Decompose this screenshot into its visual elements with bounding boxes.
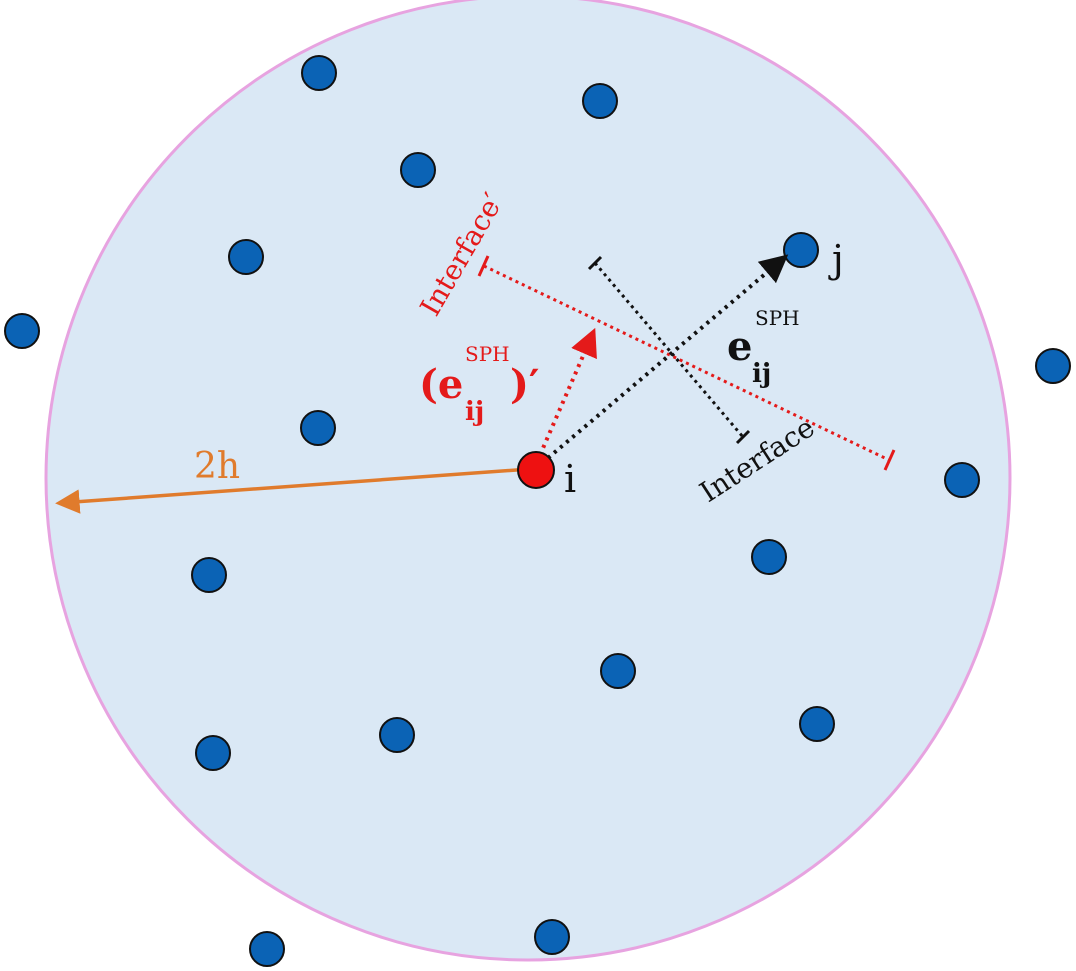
interface-alt-end-cap	[477, 255, 490, 277]
vector-e-ij-alt-label: (e	[419, 361, 463, 408]
neighbor-particle	[534, 919, 570, 955]
vector-e-ij-superscript: SPH	[755, 306, 800, 330]
neighbor-particle	[300, 410, 336, 446]
particle-i	[517, 451, 555, 489]
interface-alt-line	[483, 264, 890, 462]
particle-i-label: i	[564, 457, 576, 501]
neighbor-particle	[228, 239, 264, 275]
vector-e-ij-label: e	[727, 323, 752, 370]
neighbor-particle	[4, 313, 40, 349]
neighbor-particles	[4, 55, 1071, 967]
interface-end-cap	[735, 429, 751, 445]
neighbor-particle	[379, 717, 415, 753]
interface-line	[593, 262, 745, 438]
radius-label: 2h	[194, 446, 240, 487]
vector-e-ij-alt-subscript: ij	[465, 397, 484, 427]
neighbor-particle	[195, 735, 231, 771]
vector-e-ij	[546, 254, 789, 460]
neighbor-particle	[301, 55, 337, 91]
neighbor-particle	[400, 152, 436, 188]
particle-j	[783, 232, 819, 268]
neighbor-particle	[1035, 348, 1071, 384]
neighbor-particle	[751, 539, 787, 575]
neighbor-particle	[582, 83, 618, 119]
neighbor-particle	[600, 653, 636, 689]
vector-e-ij-alt	[538, 327, 597, 456]
interface-alt-end-cap	[883, 449, 896, 471]
neighbor-particle	[249, 931, 285, 967]
neighbor-particle	[799, 706, 835, 742]
neighbor-particle	[944, 462, 980, 498]
neighbor-particle	[191, 557, 227, 593]
interface-end-cap	[587, 255, 603, 271]
vector-e-ij-subscript: ij	[752, 359, 771, 389]
vector-e-ij-alt-close: )′	[510, 361, 539, 408]
vector-e-ij-alt-superscript: SPH	[465, 342, 510, 366]
particle-j-label: j	[828, 237, 844, 281]
radius-arrow	[55, 467, 531, 514]
